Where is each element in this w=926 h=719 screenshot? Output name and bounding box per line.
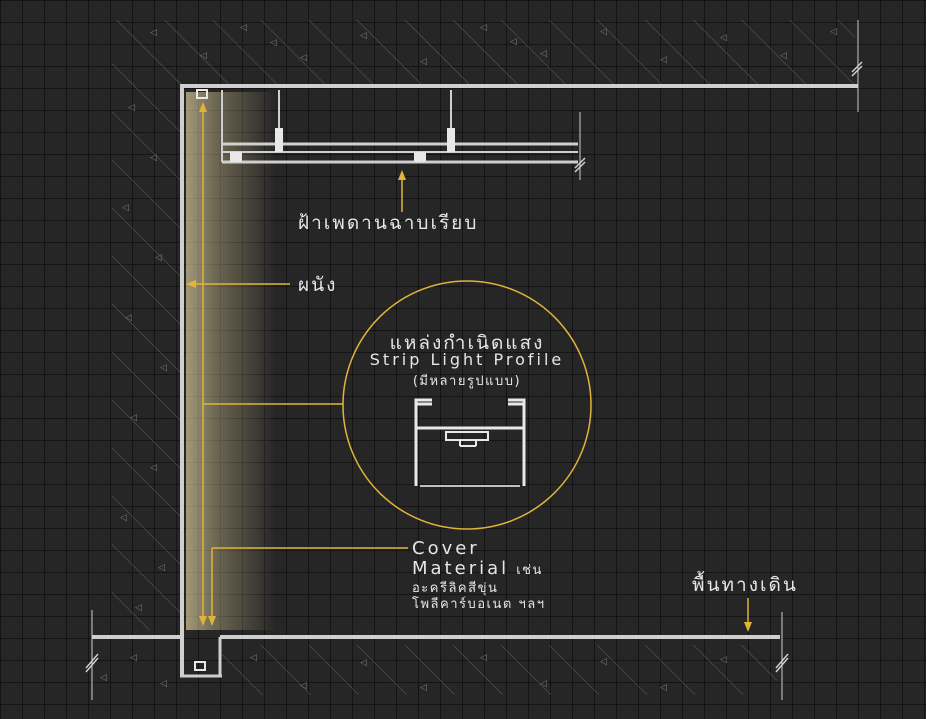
svg-text:◁: ◁ xyxy=(200,51,207,61)
svg-text:◁: ◁ xyxy=(100,673,107,683)
cover-label-line4: โพลีคาร์บอเนต ฯลฯ xyxy=(412,597,546,612)
svg-text:◁: ◁ xyxy=(830,27,837,37)
svg-text:◁: ◁ xyxy=(128,103,135,113)
svg-text:◁: ◁ xyxy=(660,683,667,693)
detail-callout-circle xyxy=(342,280,592,530)
light-glow xyxy=(186,92,276,630)
wall-label: ผนัง xyxy=(298,274,338,296)
annotation-leaders xyxy=(186,102,752,632)
cover-label-line1: Cover xyxy=(412,538,480,559)
svg-text:◁: ◁ xyxy=(420,683,427,693)
svg-text:◁: ◁ xyxy=(540,679,547,689)
light-source-thai-label: แหล่งกำเนิดแสง xyxy=(389,332,545,354)
svg-text:◁: ◁ xyxy=(130,413,137,423)
svg-text:◁: ◁ xyxy=(130,653,137,663)
svg-text:◁: ◁ xyxy=(270,38,277,48)
svg-text:◁: ◁ xyxy=(600,27,607,37)
concrete-specks: ◁ ◁ ◁ ◁ ◁ ◁ ◁ ◁ ◁ ◁ ◁ ◁ ◁ ◁ ◁ ◁ ◁ ◁ ◁ ◁ ◁ ◁ ◁ ◁ ◁ ◁ ◁ ◁ ◁ ◁… xyxy=(100,23,837,693)
svg-text:◁: ◁ xyxy=(122,203,129,213)
svg-text:◁: ◁ xyxy=(240,23,247,33)
svg-text:◁: ◁ xyxy=(120,513,127,523)
cover-label-line3: อะครีลิคสีขุ่น xyxy=(412,581,499,596)
end-profile-top xyxy=(196,89,208,99)
svg-text:◁: ◁ xyxy=(160,679,167,689)
svg-text:◁: ◁ xyxy=(300,53,307,63)
cover-for-example-word: เช่น xyxy=(516,563,543,578)
svg-text:◁: ◁ xyxy=(480,653,487,663)
cover-label-line2: Material เช่น xyxy=(412,558,543,580)
strip-light-profile-detail xyxy=(414,398,526,487)
svg-text:◁: ◁ xyxy=(540,49,547,59)
svg-text:◁: ◁ xyxy=(125,313,132,323)
structure xyxy=(91,20,859,700)
svg-text:◁: ◁ xyxy=(155,253,162,263)
svg-text:◁: ◁ xyxy=(250,653,257,663)
svg-text:◁: ◁ xyxy=(720,33,727,43)
svg-text:◁: ◁ xyxy=(150,28,157,38)
svg-text:◁: ◁ xyxy=(660,55,667,65)
break-symbols xyxy=(85,61,863,673)
svg-text:◁: ◁ xyxy=(158,563,165,573)
svg-text:◁: ◁ xyxy=(420,57,427,67)
svg-text:◁: ◁ xyxy=(600,657,607,667)
svg-text:◁: ◁ xyxy=(360,31,367,41)
svg-text:◁: ◁ xyxy=(510,37,517,47)
svg-text:◁: ◁ xyxy=(300,681,307,691)
light-source-note: (มีหลายรูปแบบ) xyxy=(412,374,522,389)
concrete-hatch xyxy=(112,20,855,695)
cover-material-word: Material xyxy=(412,558,510,579)
end-profile-bottom xyxy=(194,661,206,671)
svg-text:◁: ◁ xyxy=(360,658,367,668)
svg-text:◁: ◁ xyxy=(135,603,142,613)
hanger-clips xyxy=(230,128,455,162)
svg-text:◁: ◁ xyxy=(150,153,157,163)
svg-text:◁: ◁ xyxy=(160,363,167,373)
light-source-english-label: Strip Light Profile xyxy=(369,350,565,369)
svg-text:◁: ◁ xyxy=(720,655,727,665)
floor-label: พื้นทางเดิน xyxy=(692,574,798,596)
svg-text:◁: ◁ xyxy=(780,51,787,61)
svg-text:◁: ◁ xyxy=(150,463,157,473)
ceiling-label: ฝ้าเพดานฉาบเรียบ xyxy=(298,212,479,234)
svg-text:◁: ◁ xyxy=(480,23,487,33)
